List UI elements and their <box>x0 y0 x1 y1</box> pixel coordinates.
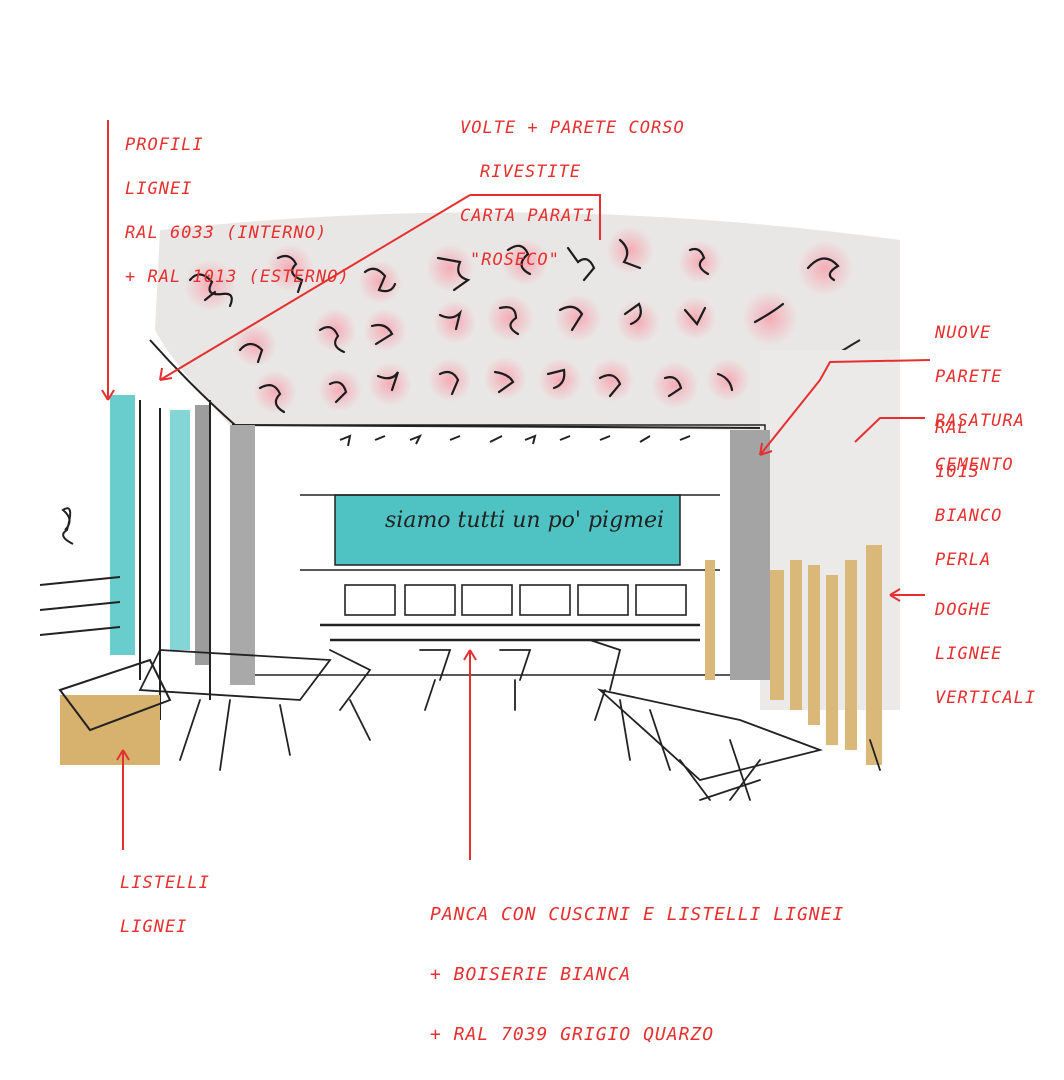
annotation-line: CARTA PARATI <box>460 206 595 226</box>
annotation-doghe: DOGHE LIGNEE VERTICALI <box>935 577 1036 731</box>
annotation-line: VERTICALI <box>935 688 1037 708</box>
annotation-line: LIGNEI <box>125 179 193 199</box>
wallpaper-pattern <box>184 226 853 414</box>
left-window-profiles <box>110 395 255 720</box>
annotation-line: 1013 <box>935 462 980 482</box>
annotation-line: LISTELLI <box>120 873 210 893</box>
leader-lines <box>101 120 931 860</box>
annotation-listelli: LISTELLI LIGNEI <box>120 850 210 960</box>
annotation-line: PARETE <box>935 367 1003 387</box>
annotation-line: DOGHE <box>935 600 992 620</box>
annotation-line: CEMENTO <box>935 455 1014 475</box>
wall-slogan: siamo tutti un po' pigmei <box>385 508 665 533</box>
annotation-line: + RAL 1013 (ESTERNO) <box>125 267 350 287</box>
benches <box>320 584 700 642</box>
annotation-line: RAL 6033 (INTERNO) <box>125 223 328 243</box>
wood-slats <box>705 545 882 765</box>
annotation-line: RAL <box>935 418 969 438</box>
right-column <box>730 430 770 680</box>
annotation-line: + RAL 7039 GRIGIO QUARZO <box>430 1024 715 1045</box>
annotation-line: PERLA <box>935 550 992 570</box>
annotation-line: RIVESTITE <box>480 162 582 182</box>
annotation-line: RASATURA <box>935 411 1025 431</box>
tables-chairs <box>138 639 881 801</box>
annotation-line: BIANCO <box>935 506 1003 526</box>
annotation-line: VOLTE + PARETE CORSO <box>460 118 685 138</box>
annotation-line: NUOVE <box>935 323 992 343</box>
annotation-ral-1013: RAL 1013 BIANCO PERLA <box>935 395 1002 593</box>
annotation-line: LIGNEE <box>935 644 1003 664</box>
left-wood-box <box>60 695 160 765</box>
annotation-nuove-pareti: NUOVE PARETE RASATURA CEMENTO <box>935 300 1025 498</box>
back-wall <box>234 424 766 676</box>
annotation-volte: VOLTE + PARETE CORSO RIVESTITE CARTA PAR… <box>460 95 685 293</box>
annotation-line: PROFILI <box>125 135 204 155</box>
annotation-line: "ROSECO" <box>470 250 560 270</box>
annotation-panca: PANCA CON CUSCINI E LISTELLI LIGNEI + BO… <box>430 870 844 1080</box>
annotation-profili: PROFILI LIGNEI RAL 6033 (INTERNO) + RAL … <box>125 112 350 310</box>
annotation-line: + BOISERIE BIANCA <box>430 964 632 985</box>
annotation-line: LIGNEI <box>120 917 188 937</box>
annotation-line: PANCA CON CUSCINI E LISTELLI LIGNEI <box>430 904 845 925</box>
